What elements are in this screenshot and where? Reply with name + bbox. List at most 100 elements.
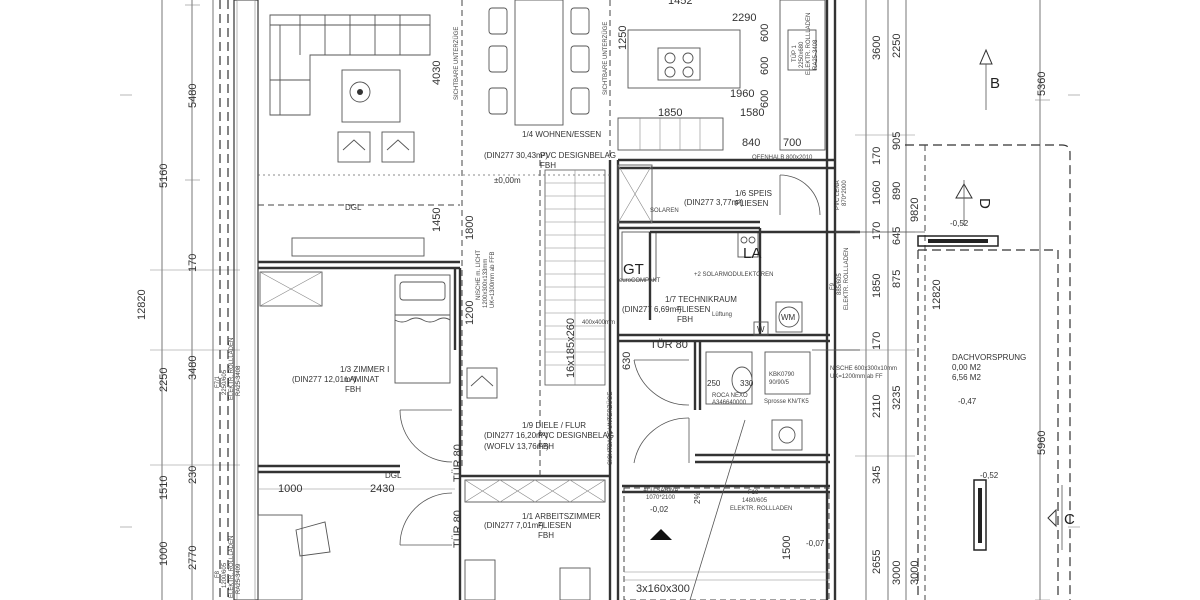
svg-text:2250x680: 2250x680 bbox=[799, 41, 805, 68]
kbk-label: KBK0790 bbox=[769, 372, 795, 378]
stairs-label-1: 16x185x260 bbox=[565, 318, 577, 378]
dim-right-905: 905 bbox=[891, 132, 903, 150]
svg-text:ELEKTR. ROLLLADEN: ELEKTR. ROLLLADEN bbox=[844, 248, 850, 310]
dim-right-9820: 9820 bbox=[909, 198, 921, 222]
dim-1800: 1800 bbox=[464, 216, 476, 240]
unit400-label: 400x400mm bbox=[582, 320, 615, 326]
dim-left-12820: 12820 bbox=[136, 289, 148, 320]
bathroom-fixtures bbox=[705, 349, 860, 451]
sichtbare-label-1: SICHTBARE UNTERZÜGE bbox=[453, 27, 460, 100]
dim-right-2110: 2110 bbox=[871, 394, 883, 418]
svg-text:PVC DESIGNBELAG: PVC DESIGNBELAG bbox=[540, 151, 616, 160]
svg-text:1/6 SPEIS: 1/6 SPEIS bbox=[735, 189, 772, 198]
svg-text:ELEKTR. ROLLLADEN: ELEKTR. ROLLLADEN bbox=[806, 13, 812, 75]
dim-600-a: 600 bbox=[759, 24, 771, 42]
niche-note: NISCHE m. LICHT 1200x300x133mm UK=1300mm… bbox=[476, 250, 496, 308]
kitchen-counter bbox=[617, 0, 826, 151]
dim-1250: 1250 bbox=[617, 26, 629, 50]
section-marker-b bbox=[979, 48, 993, 110]
svg-text:1200x300x133mm: 1200x300x133mm bbox=[483, 259, 489, 308]
svg-text:870*2000: 870*2000 bbox=[842, 180, 848, 206]
sprosse-label: Sprosse KN/TK5 bbox=[764, 399, 809, 405]
technik-equipment bbox=[621, 230, 860, 336]
wardrobe bbox=[259, 271, 323, 307]
roca-label: ROCA NEXO bbox=[712, 393, 748, 399]
dim-right-5360: 5360 bbox=[1036, 72, 1048, 96]
dim-right-2250: 2250 bbox=[891, 34, 903, 58]
doors bbox=[399, 359, 690, 546]
armchairs bbox=[337, 131, 415, 163]
svg-text:UK=1300mm ab FFB: UK=1300mm ab FFB bbox=[490, 251, 496, 308]
dim-right-890: 890 bbox=[891, 182, 903, 200]
dim-right-5960: 5960 bbox=[1036, 431, 1048, 455]
roof-overhang-outline bbox=[835, 144, 1071, 600]
left-dimension-lines bbox=[120, 0, 240, 600]
dgl-label-1: DGL bbox=[345, 203, 362, 212]
exterior-walls bbox=[219, 0, 259, 600]
svg-text:PVC DESIGNBELAG: PVC DESIGNBELAG bbox=[538, 431, 614, 440]
armchair-diele bbox=[466, 367, 498, 399]
dim-1000: 1000 bbox=[278, 483, 302, 495]
kompakt-label: euroCOMPAKT bbox=[619, 278, 661, 284]
beam-lines bbox=[258, 0, 611, 480]
dim-left-2770: 2770 bbox=[187, 546, 199, 570]
roof-window-upper bbox=[917, 235, 999, 247]
dim-left-3480: 3480 bbox=[187, 356, 199, 380]
w-label: W bbox=[757, 325, 765, 334]
svg-text:(WOFLV 13,76m²): (WOFLV 13,76m²) bbox=[484, 442, 549, 451]
svg-text:FBH: FBH bbox=[345, 385, 361, 394]
svg-text:1/1 ARBEITSZIMMER: 1/1 ARBEITSZIMMER bbox=[522, 512, 601, 521]
svg-text:ELEKTR. ROLLLADEN: ELEKTR. ROLLLADEN bbox=[229, 536, 235, 598]
bed bbox=[394, 274, 451, 384]
dim-1850: 1850 bbox=[658, 107, 682, 119]
svg-text:NISCHE m. LICHT: NISCHE m. LICHT bbox=[476, 250, 482, 300]
dim-right-875: 875 bbox=[891, 270, 903, 288]
dim-1450: 1450 bbox=[431, 208, 443, 232]
dim-2430: 2430 bbox=[370, 483, 394, 495]
dim-right-3600: 3600 bbox=[871, 36, 883, 60]
roof-window-lower bbox=[973, 479, 987, 551]
dim-right-3000a: 3000 bbox=[891, 561, 903, 585]
alu-label: ALU SABINA bbox=[643, 488, 678, 494]
dim-right-1060: 1060 bbox=[871, 181, 883, 205]
room-technik-label: 1/7 TECHNIKRAUM (DIN277 6,69m²) FLIESEN … bbox=[622, 295, 737, 324]
section-b-label: B bbox=[990, 75, 1000, 92]
dim-right-645: 645 bbox=[891, 227, 903, 245]
door-label-1: TÜR 80 bbox=[452, 444, 464, 482]
svg-text:FBH: FBH bbox=[677, 315, 693, 324]
svg-text:0,00 M2: 0,00 M2 bbox=[952, 363, 981, 372]
level-e-label: -0,52 bbox=[980, 471, 999, 480]
dim-2290: 2290 bbox=[732, 12, 756, 24]
dim-right-1850: 1850 bbox=[871, 274, 883, 298]
gt-label: GT bbox=[623, 261, 644, 278]
la-label: LA bbox=[743, 245, 761, 262]
svg-text:PVC LENA: PVC LENA bbox=[835, 180, 841, 210]
dim-1960: 1960 bbox=[730, 88, 754, 100]
dim-left-1000: 1000 bbox=[158, 542, 170, 566]
right-margin-ticks bbox=[1068, 94, 1080, 528]
dim-right-2655: 2655 bbox=[871, 550, 883, 574]
svg-text:(DIN277 16,20m²): (DIN277 16,20m²) bbox=[484, 431, 548, 440]
dgl-label-2: DGL bbox=[385, 471, 402, 480]
size-330-label: 330 bbox=[740, 379, 754, 388]
svg-text:1/3 ZIMMER I: 1/3 ZIMMER I bbox=[340, 365, 389, 374]
level-c-label: -0,52 bbox=[950, 219, 969, 228]
staircase bbox=[544, 169, 606, 386]
roca2-label: A346640000 bbox=[712, 400, 747, 406]
level-b-label: -0,07 bbox=[806, 539, 825, 548]
door-label-3: TÜR 80 bbox=[650, 339, 688, 351]
svg-text:FBH: FBH bbox=[538, 531, 554, 540]
level-d-label: -0,47 bbox=[958, 397, 977, 406]
room-diele-label: 1/9 DIELE / FLUR (DIN277 16,20m²) PVC DE… bbox=[484, 421, 614, 451]
room-wohnen-label: 1/4 WOHNEN/ESSEN (DIN277 30,43m²) PVC DE… bbox=[484, 130, 616, 170]
lueftung-label: Lüftung bbox=[712, 312, 732, 318]
tv-board bbox=[291, 237, 425, 257]
door-pvc-label: PVC LENA 870*2000 bbox=[835, 180, 848, 210]
nische2b-label: UK=1200mm ab FF bbox=[830, 374, 883, 380]
dim-right-170c: 170 bbox=[871, 332, 883, 350]
svg-text:FLIESEN: FLIESEN bbox=[538, 521, 572, 530]
dim-right-170b: 170 bbox=[871, 222, 883, 240]
window-f9-label: F9 885/605 ELEKTR. ROLLLADEN bbox=[830, 248, 850, 310]
sichtbare-label-3: SICHTBARE UNTERZÜGE bbox=[607, 392, 614, 465]
svg-text:ELEKTR. ROLLLADEN: ELEKTR. ROLLLADEN bbox=[229, 338, 235, 400]
